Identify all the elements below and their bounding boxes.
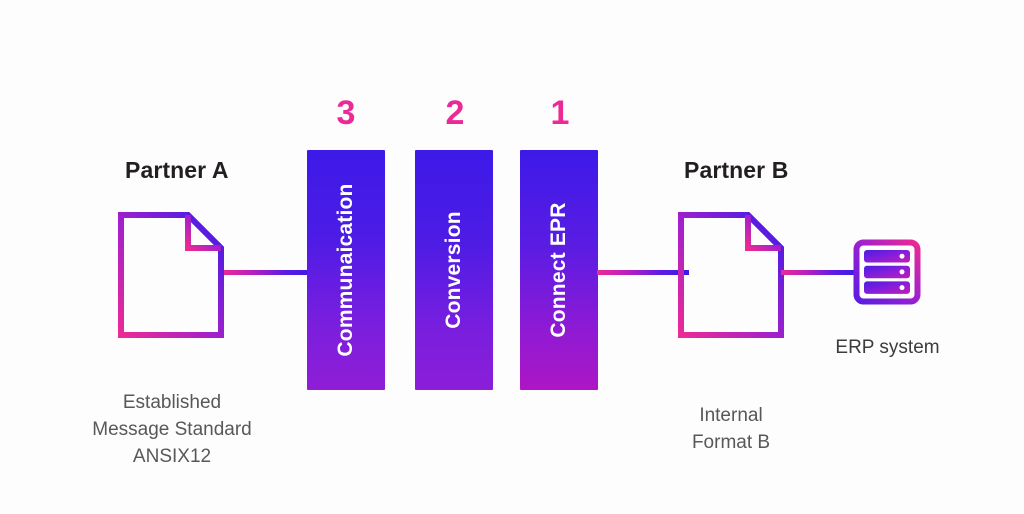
- process-bar-connect-epr[interactable]: Connect EPR: [520, 150, 598, 390]
- partner-b-caption: Internal Format B: [691, 405, 771, 453]
- partner-b-document-icon: [676, 210, 786, 340]
- erp-server-icon: [853, 239, 921, 305]
- step-number-1: 1: [550, 94, 570, 132]
- process-bar-communication[interactable]: Communaication: [307, 150, 385, 390]
- partner-b-title: Partner B: [684, 157, 789, 183]
- connector-partner-a-to-step-3: [222, 270, 312, 275]
- partner-a-document-icon: [116, 210, 226, 340]
- process-bar-conversion-label: Conversion: [442, 211, 465, 329]
- process-bar-conversion[interactable]: Conversion: [415, 150, 493, 390]
- process-bar-communication-label: Communaication: [334, 183, 357, 357]
- step-number-2: 2: [445, 94, 465, 132]
- partner-a-title: Partner A: [125, 157, 229, 183]
- connector-partner-b-to-erp: [781, 270, 857, 275]
- connector-step-1-to-partner-b: [597, 270, 689, 275]
- partner-a-caption: Established Message Standard ANSIX12: [92, 392, 252, 467]
- step-number-3: 3: [336, 94, 356, 132]
- erp-system-label: ERP system: [835, 337, 940, 358]
- process-bar-connect-epr-label: Connect EPR: [547, 202, 570, 338]
